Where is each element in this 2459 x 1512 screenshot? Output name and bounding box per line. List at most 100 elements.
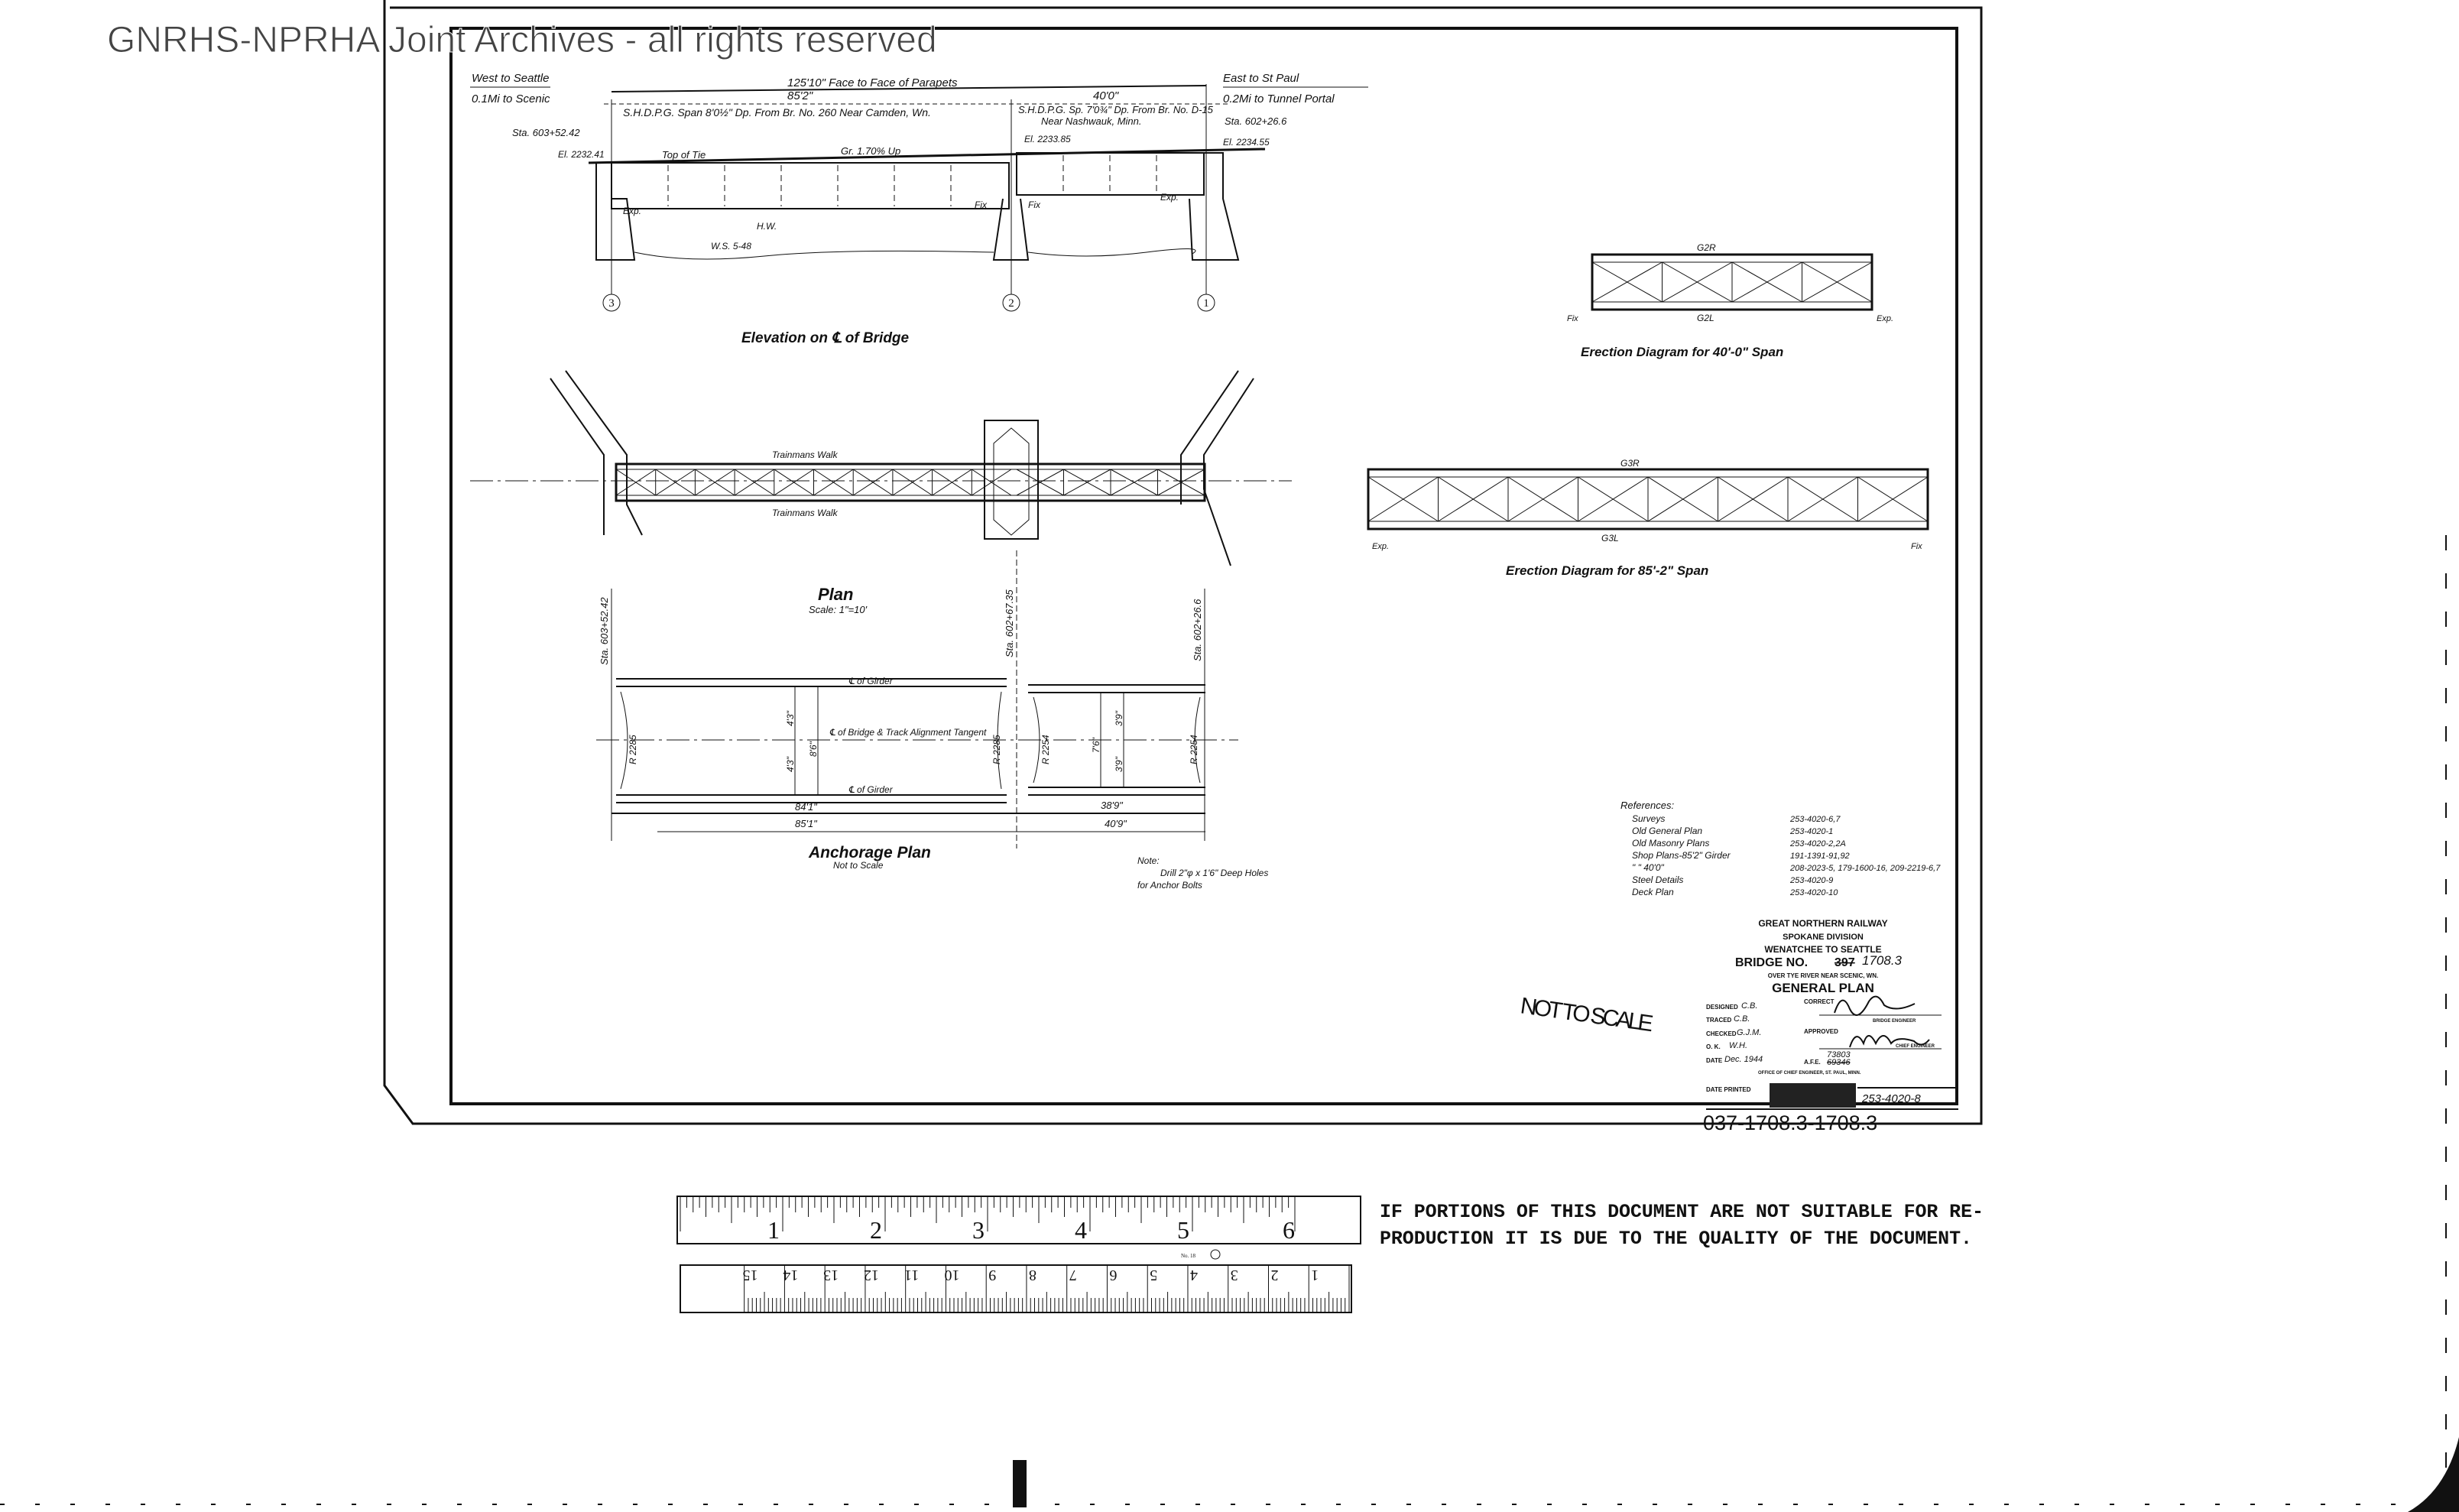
reference-value: 253-4020-2,2A bbox=[1789, 839, 1846, 848]
erection40-diagonal bbox=[1802, 261, 1873, 303]
anchorage-subtitle: Not to Scale bbox=[833, 860, 884, 871]
note-line-2: for Anchor Bolts bbox=[1137, 880, 1202, 891]
elevation-mid: El. 2233.85 bbox=[1024, 134, 1071, 144]
erection40-bottom-label: G2L bbox=[1697, 313, 1714, 323]
cm-label: 3 bbox=[1231, 1267, 1238, 1283]
designed-label: DESIGNED bbox=[1706, 1004, 1738, 1011]
plan-lateral-diagonal bbox=[852, 469, 894, 496]
cm-label: 14 bbox=[783, 1267, 798, 1283]
bridge-number: 1708.3 bbox=[1862, 953, 1903, 968]
cm-label: 2 bbox=[1270, 1267, 1278, 1283]
designed-by: C.B. bbox=[1741, 1001, 1757, 1011]
cm-label: 1 bbox=[1311, 1267, 1319, 1283]
dim-4ft3-bottom: 4'3" bbox=[785, 756, 796, 772]
reference-value: 253-4020-1 bbox=[1789, 827, 1833, 836]
plan-lateral-diagonal bbox=[972, 469, 1012, 496]
length-84ft1: 84'1" bbox=[795, 801, 818, 813]
plan-lateral-diagonal bbox=[813, 469, 854, 496]
station-east: Sta. 602+26.6 bbox=[1225, 115, 1287, 127]
erection40-diagonal bbox=[1591, 261, 1663, 303]
bridge-location: OVER TYE RIVER NEAR SCENIC, WN. bbox=[1768, 972, 1878, 979]
checked-by: G.J.M. bbox=[1737, 1028, 1761, 1037]
pier-number-3: 3 bbox=[608, 297, 615, 310]
dim-7ft6: 7'6" bbox=[1091, 737, 1101, 753]
reference-value: 191-1391-91,92 bbox=[1790, 852, 1850, 861]
total-85ft1: 85'1" bbox=[795, 818, 818, 829]
elevation-west: El. 2232.41 bbox=[558, 149, 605, 160]
elevation-title: Elevation on ℄ of Bridge bbox=[741, 330, 910, 346]
note-line-1: Drill 2"φ x 1'6" Deep Holes bbox=[1160, 868, 1268, 878]
references-heading: References: bbox=[1620, 800, 1674, 811]
bridge-old-number: 397 bbox=[1835, 956, 1855, 969]
expansion-west: Exp. bbox=[623, 206, 641, 216]
erection40-title: Erection Diagram for 40'-0" Span bbox=[1581, 345, 1783, 359]
anchorage-title: Anchorage Plan bbox=[808, 844, 931, 861]
cl-girder-top: ℄ of Girder bbox=[848, 676, 894, 686]
anchorage-plan: Sta. 603+52.42 Sta. 602+67.35 Sta. 602+2… bbox=[596, 550, 1268, 891]
erection85-left-label: Exp. bbox=[1372, 542, 1389, 551]
fixed-2: Fix bbox=[1028, 200, 1041, 210]
erection85-bottom-label: G3L bbox=[1601, 533, 1619, 543]
top-of-tie-label: Top of Tie bbox=[662, 149, 706, 161]
division: SPOKANE DIVISION bbox=[1783, 933, 1864, 942]
cm-label: 9 bbox=[988, 1267, 996, 1283]
reference-value: 253-4020-9 bbox=[1789, 876, 1833, 885]
cm-label: 13 bbox=[823, 1267, 839, 1283]
cm-label: 15 bbox=[743, 1267, 758, 1283]
note-label: Note: bbox=[1137, 855, 1160, 866]
reference-label: Deck Plan bbox=[1632, 887, 1674, 897]
approval-number: 73803 bbox=[1827, 1050, 1851, 1059]
date-printed-redaction bbox=[1770, 1083, 1856, 1108]
plan-lateral-diagonal bbox=[1063, 469, 1111, 496]
plan-lateral-diagonal bbox=[932, 469, 972, 496]
west-distance: 0.1Mi to Scenic bbox=[472, 92, 550, 105]
span1-description: S.H.D.P.G. Span 8'0½" Dp. From Br. No. 2… bbox=[623, 106, 931, 118]
plan-lateral-diagonal bbox=[892, 469, 933, 496]
inch-label: 1 bbox=[767, 1216, 780, 1244]
erection85-top-label: G3R bbox=[1620, 458, 1640, 469]
span2-description-2: Near Nashwauk, Minn. bbox=[1041, 115, 1142, 127]
erection85-diagonal bbox=[1718, 476, 1789, 522]
total-40ft9: 40'9" bbox=[1105, 818, 1127, 829]
plan-lateral-diagonal bbox=[734, 469, 775, 496]
radius-4: R 2254 bbox=[1189, 735, 1199, 764]
approved-label: APPROVED bbox=[1804, 1028, 1838, 1035]
erection85-diagonal bbox=[1787, 476, 1858, 522]
reference-value: 253-4020-6,7 bbox=[1789, 815, 1841, 824]
radius-1: R 2285 bbox=[628, 735, 638, 764]
inch-label: 6 bbox=[1283, 1216, 1295, 1244]
plan-view: Trainmans Walk Trainmans Walk Plan Scale… bbox=[470, 370, 1292, 615]
trainmans-walk-top: Trainmans Walk bbox=[772, 449, 839, 460]
cl-bridge-label: ℄ of Bridge & Track Alignment Tangent bbox=[829, 727, 987, 738]
erection85-title: Erection Diagram for 85'-2" Span bbox=[1506, 563, 1708, 578]
span2-length: 40'0" bbox=[1093, 89, 1119, 102]
anchorage-station-1: Sta. 603+52.42 bbox=[599, 597, 610, 665]
erection40-diagonal bbox=[1662, 261, 1733, 303]
pier-number-1: 1 bbox=[1203, 297, 1209, 310]
grade-label: Gr. 1.70% Up bbox=[841, 145, 900, 157]
plan-lateral-diagonal bbox=[655, 469, 696, 496]
notice-line-1: IF PORTIONS OF THIS DOCUMENT ARE NOT SUI… bbox=[1380, 1201, 1984, 1223]
chief-engineer-label: CHIEF ENGINEER bbox=[1896, 1044, 1935, 1049]
line-name: WENATCHEE TO SEATTLE bbox=[1764, 944, 1881, 955]
bridge-label: BRIDGE NO. bbox=[1735, 956, 1808, 969]
erection40-top-label: G2R bbox=[1697, 242, 1716, 253]
plan-lateral-diagonal bbox=[615, 469, 656, 496]
length-38ft9: 38'9" bbox=[1101, 800, 1124, 811]
drawing-date: Dec. 1944 bbox=[1724, 1055, 1763, 1064]
overall-dimension: 125'10" Face to Face of Parapets bbox=[787, 76, 958, 89]
correct-label: CORRECT bbox=[1804, 998, 1835, 1005]
reference-label: " " 40'0" bbox=[1632, 862, 1665, 873]
radius-3: R 2254 bbox=[1040, 735, 1051, 764]
erection40-diagonal bbox=[1731, 261, 1802, 303]
traced-by: C.B. bbox=[1734, 1014, 1750, 1024]
inch-label: 4 bbox=[1075, 1216, 1087, 1244]
title-block: GREAT NORTHERN RAILWAY SPOKANE DIVISION … bbox=[1703, 918, 1958, 1134]
drawing-number: 037-1708.3-1708.3 bbox=[1703, 1111, 1877, 1134]
traced-label: TRACED bbox=[1706, 1017, 1732, 1024]
inch-label: 3 bbox=[972, 1216, 985, 1244]
